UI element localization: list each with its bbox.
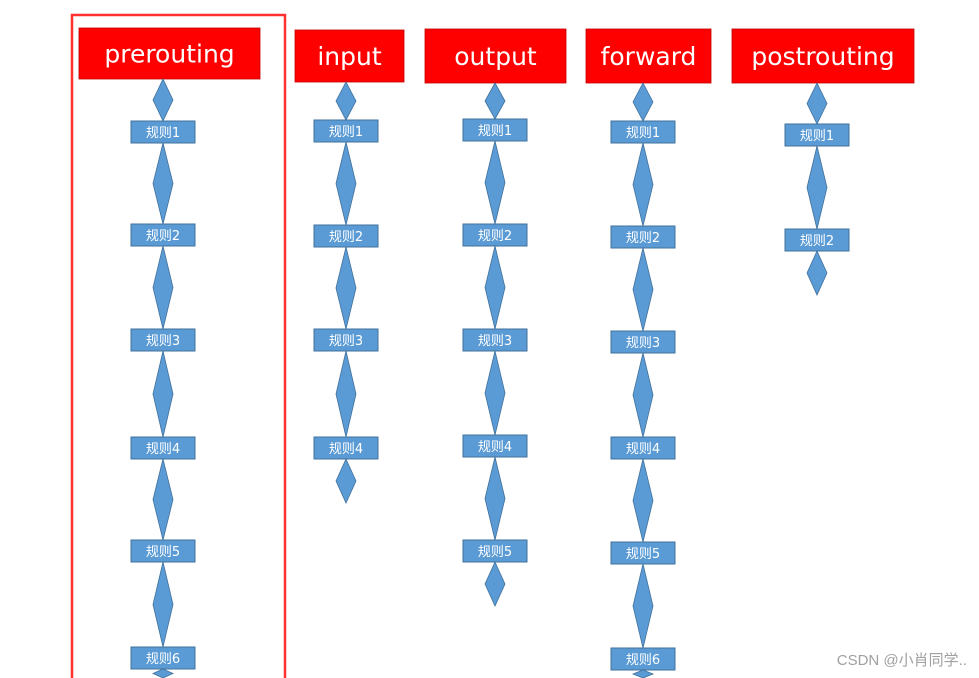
chain-title-forward: forward xyxy=(601,42,697,71)
highlight-frame-prerouting xyxy=(70,13,287,678)
rule-label-input-2: 规则2 xyxy=(329,230,363,245)
chain-header-forward xyxy=(585,28,712,84)
connector-input-2 xyxy=(335,141,357,226)
chain-title-postrouting: postrouting xyxy=(751,42,894,71)
chain-forward: forward 规则1 规则2 规则3 规则4 规则5 规则6 xyxy=(585,28,712,671)
rule-label-forward-1: 规则1 xyxy=(626,126,660,141)
csdn-watermark: CSDN @小肖同学.. xyxy=(836,652,967,669)
rule-label-prerouting-4: 规则4 xyxy=(146,442,180,457)
rule-label-prerouting-5: 规则5 xyxy=(146,545,180,560)
rule-label-output-1: 规则1 xyxy=(478,124,512,139)
rule-label-output-4: 规则4 xyxy=(478,440,512,455)
rule-label-output-2: 规则2 xyxy=(478,229,512,244)
rule-label-prerouting-1: 规则1 xyxy=(146,126,180,141)
connector-postrouting-2 xyxy=(806,145,828,230)
connector-input-4 xyxy=(335,350,357,438)
connector-prerouting-tail xyxy=(152,668,174,678)
rule-label-forward-5: 规则5 xyxy=(626,547,660,562)
connector-output-3 xyxy=(484,245,506,330)
connector-forward-tail xyxy=(631,669,655,678)
chain-title-prerouting: prerouting xyxy=(104,40,234,69)
connector-forward-2 xyxy=(632,142,654,227)
rule-label-postrouting-1: 规则1 xyxy=(800,129,834,144)
connector-postrouting-tail xyxy=(806,250,828,296)
rule-label-prerouting-6: 规则6 xyxy=(146,652,180,667)
chain-output: output 规则1 规则2 规则3 规则4 规则5 xyxy=(424,28,567,563)
connector-forward-4 xyxy=(632,352,654,438)
rule-label-prerouting-3: 规则3 xyxy=(146,334,180,349)
connector-prerouting-1 xyxy=(152,78,174,122)
connector-output-1 xyxy=(484,82,506,120)
chain-postrouting: postrouting 规则1 规则2 xyxy=(731,28,915,252)
connector-forward-3 xyxy=(632,247,654,332)
rule-label-postrouting-2: 规则2 xyxy=(800,234,834,249)
connector-prerouting-5 xyxy=(152,458,174,541)
connector-postrouting-1 xyxy=(806,82,828,125)
connector-input-1 xyxy=(335,81,357,121)
rule-label-input-3: 规则3 xyxy=(329,334,363,349)
connector-forward-1 xyxy=(632,82,654,122)
chain-header-input xyxy=(294,29,405,83)
connector-prerouting-4 xyxy=(152,350,174,438)
rule-label-forward-6: 规则6 xyxy=(626,653,660,668)
rule-label-input-4: 规则4 xyxy=(329,442,363,457)
connector-input-3 xyxy=(335,246,357,330)
rule-label-output-5: 规则5 xyxy=(478,545,512,560)
rule-label-prerouting-2: 规则2 xyxy=(146,229,180,244)
chain-input: input 规则1 规则2 规则3 规则4 xyxy=(294,29,405,460)
chain-header-postrouting xyxy=(731,28,915,84)
chain-header-prerouting xyxy=(78,27,261,80)
rule-label-forward-3: 规则3 xyxy=(626,336,660,351)
connector-forward-5 xyxy=(632,458,654,543)
rule-label-output-3: 规则3 xyxy=(478,334,512,349)
chain-title-output: output xyxy=(454,42,537,71)
connector-input-tail xyxy=(335,458,357,504)
chain-header-output xyxy=(424,28,567,84)
chain-prerouting: prerouting 规则1 规则2 规则3 规则4 规则5 规则6 xyxy=(78,27,261,670)
rule-label-forward-4: 规则4 xyxy=(626,442,660,457)
connector-output-5 xyxy=(484,456,506,541)
connector-output-2 xyxy=(484,140,506,225)
connector-prerouting-3 xyxy=(152,245,174,330)
connector-prerouting-6 xyxy=(152,561,174,648)
chain-title-input: input xyxy=(317,42,382,71)
connector-forward-6 xyxy=(632,563,654,649)
connector-output-tail xyxy=(484,561,506,607)
rule-label-forward-2: 规则2 xyxy=(626,231,660,246)
rule-label-input-1: 规则1 xyxy=(329,125,363,140)
connector-output-4 xyxy=(484,350,506,436)
connector-prerouting-2 xyxy=(152,142,174,225)
